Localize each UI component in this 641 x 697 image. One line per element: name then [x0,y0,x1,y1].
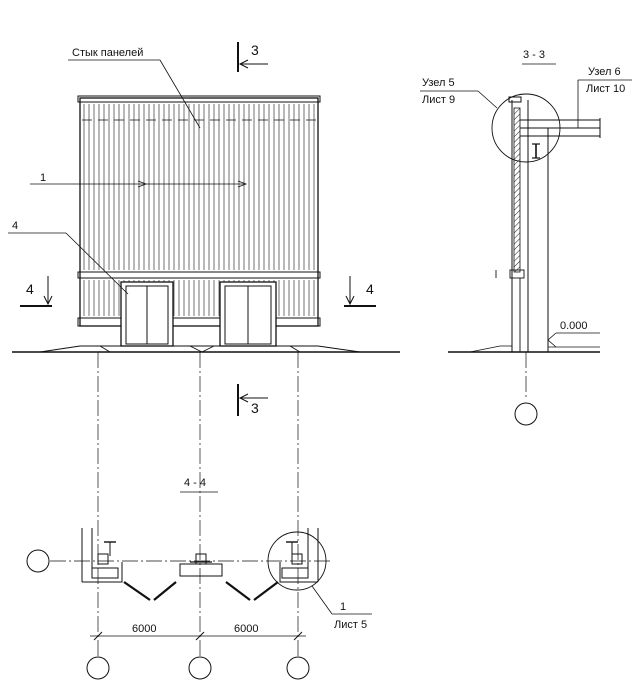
section-4-right-label: 4 [366,281,374,297]
plinth-band [77,317,321,327]
dimension-left-label: 6000 [132,623,156,635]
axis-bubble-bottom-3 [286,656,310,680]
gate-leaf-1 [123,581,151,601]
dimension-right-label: 6000 [234,623,258,635]
axis-bubble-bottom-2 [188,656,212,680]
panel-joint-callout [68,59,201,129]
axis-bubble-section [514,402,538,426]
gate-right [219,281,277,347]
parapet [77,95,321,103]
vertical-ribs [83,104,315,316]
callout-1-label: 1 [40,172,46,184]
section-3-marker-top [237,42,268,72]
section-3-marker-bottom [237,384,268,416]
axis-bubble-bottom-1 [86,656,110,680]
wall-panel [513,107,521,273]
ramp [39,345,361,353]
section-3-3 [420,63,632,426]
gate-leaf-4 [253,581,279,601]
section-3-top-label: 3 [251,42,259,58]
gate-left [120,281,174,347]
node-5-circle [491,93,561,163]
facade-elevation [12,95,400,353]
plan-4-4-title: 4 - 4 [184,477,206,489]
sheet-10-label: Лист 10 [586,83,625,95]
gate-leaf-2 [153,581,177,601]
callout-1-arrow [30,180,248,188]
node-1-sheet-label: Лист 5 [334,619,367,631]
section-4-marker-right [344,276,376,307]
section-3-3-title: 3 - 3 [523,49,545,61]
level-mark-label: 0.000 [560,320,588,332]
callout-4-label: 4 [12,220,18,232]
section-3-bottom-label: 3 [251,400,259,416]
grid-axes [50,352,330,656]
axis-bubble-left [26,549,50,573]
section-4-marker-left [20,276,53,307]
section-4-left-label: 4 [26,281,34,297]
panel-joint-label: Стык панелей [72,47,143,59]
belt-band [77,271,321,279]
gate-leaf-3 [225,581,251,601]
node-1-callout-label: 1 [340,601,346,613]
node-1-circle [267,531,327,591]
node-5-label: Узел 5 [422,77,455,89]
plan-4-4 [26,491,372,680]
sheet-9-label: Лист 9 [422,94,455,106]
node-6-label: Узел 6 [588,66,621,78]
callout-4-leader [8,232,129,295]
